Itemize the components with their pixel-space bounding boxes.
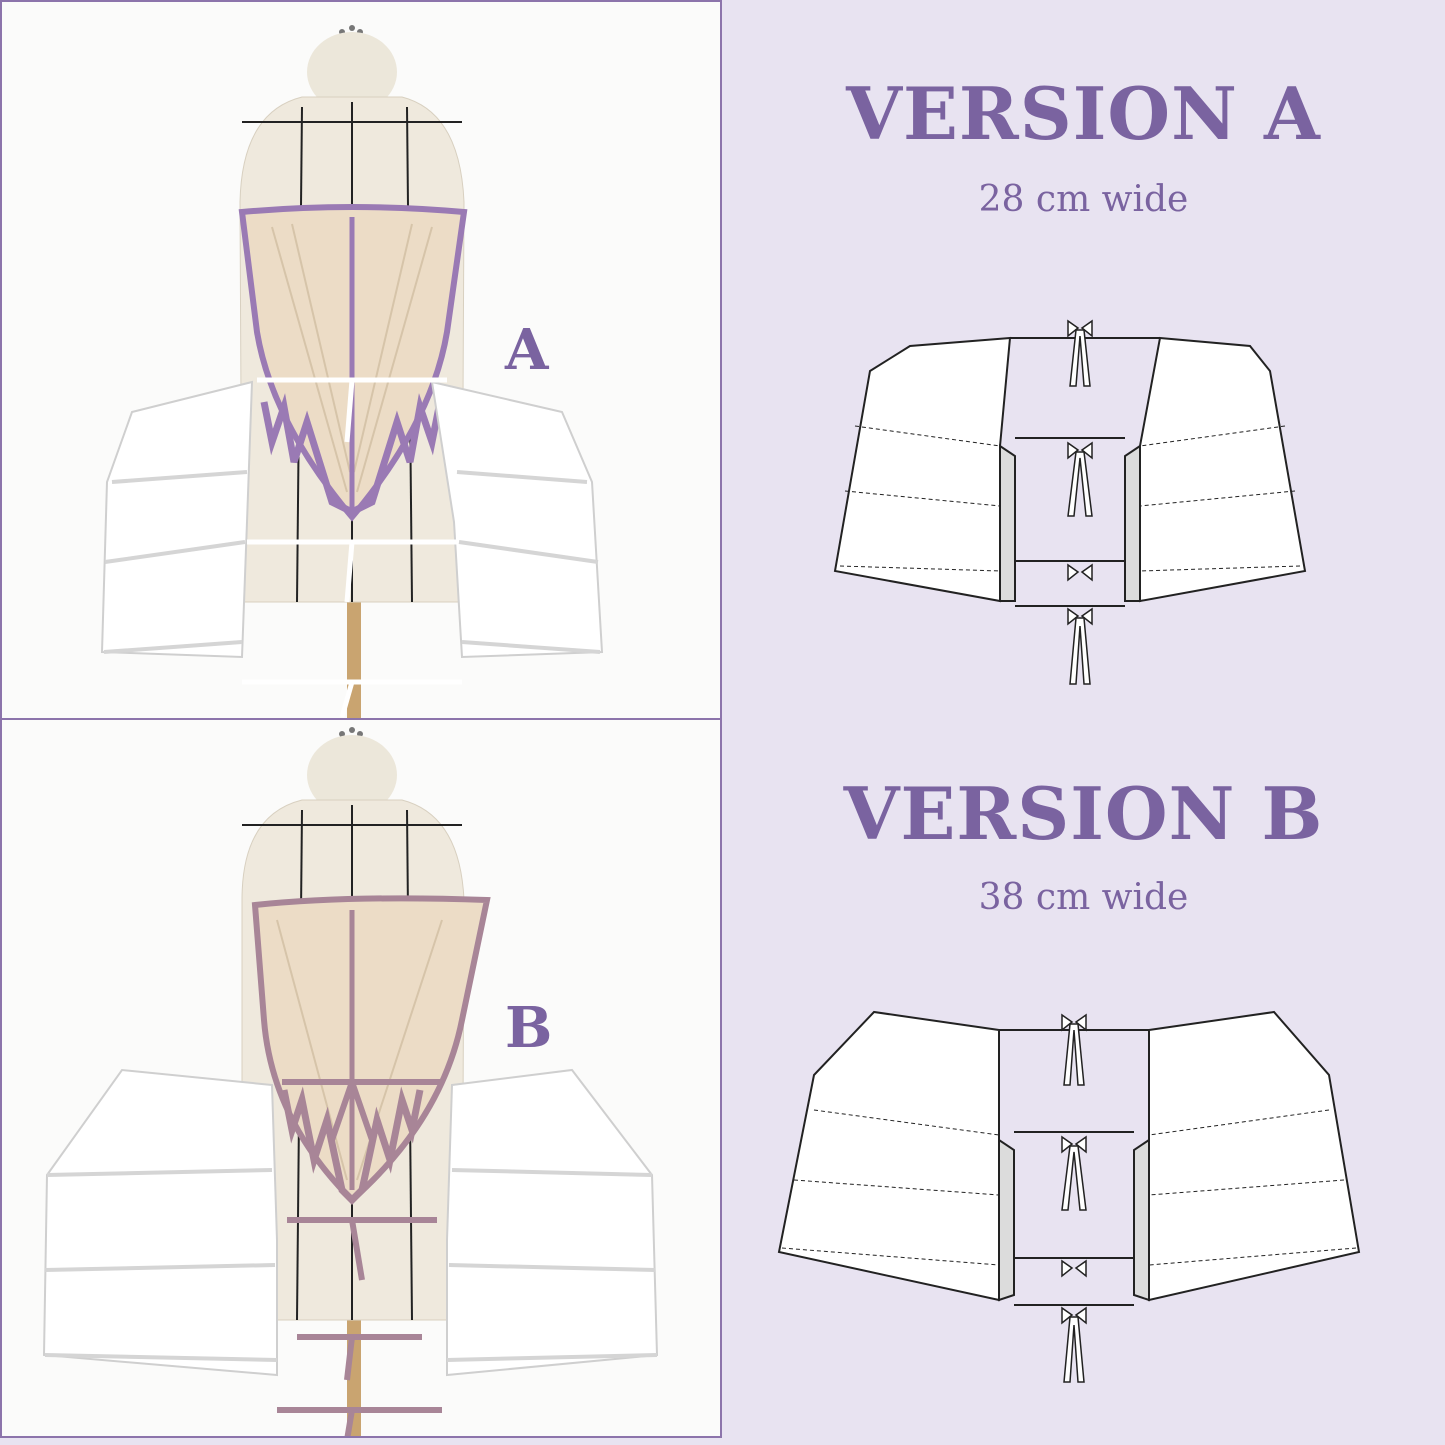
version-a-width: 28 cm wide [978, 179, 1189, 220]
dress-form-illustration-a [100, 25, 604, 718]
photo-version-a: A [0, 0, 722, 720]
dress-form-illustration-b [42, 727, 659, 1436]
version-a-title: VERSION A [846, 71, 1321, 156]
version-b-title: VERSION B [843, 771, 1324, 856]
version-b-marker: B [505, 995, 553, 1061]
flat-sketch-version-a [833, 319, 1307, 685]
version-a-marker: A [505, 317, 549, 383]
version-b-width: 38 cm wide [978, 877, 1189, 918]
flat-sketch-version-b [777, 1010, 1361, 1383]
photo-version-b: B [0, 718, 722, 1438]
